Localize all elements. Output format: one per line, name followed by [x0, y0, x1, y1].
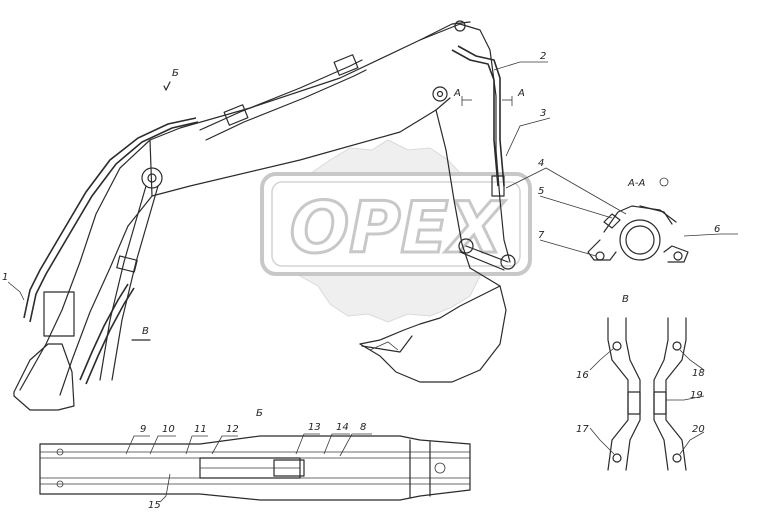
callout-7: 7	[538, 230, 545, 241]
watermark-logo: OPEX	[260, 139, 532, 323]
callout-13: 13	[308, 422, 321, 433]
callout-2: 2	[540, 51, 546, 62]
view-v-arrow: В	[131, 326, 151, 341]
callout-5: 5	[538, 186, 544, 197]
callout-8: 8	[360, 422, 366, 433]
callout-9: 9	[140, 424, 146, 435]
boom-assembly	[13, 20, 516, 411]
cut-label-a-left: А	[453, 88, 461, 99]
callout-3: 3	[540, 108, 546, 119]
section-aa-title: А-А	[627, 178, 645, 189]
view-label-b-main: Б	[172, 68, 179, 79]
callout-11: 11	[194, 424, 207, 435]
callout-18: 18	[692, 368, 705, 379]
callout-6: 6	[714, 224, 720, 235]
view-v-detail: В	[607, 294, 687, 471]
callout-1: 1	[2, 272, 8, 283]
view-b-plan: Б	[39, 408, 471, 501]
callout-12: 12	[226, 424, 239, 435]
view-v-title: В	[622, 294, 629, 305]
callout-16: 16	[576, 370, 589, 381]
callout-layer: 1 2 3 4 5 6 7 8 9 10 11 12 13	[2, 51, 738, 511]
callout-17: 17	[576, 424, 589, 435]
view-b-arrow: Б	[163, 68, 179, 91]
callout-10: 10	[162, 424, 175, 435]
view-label-v-main: В	[142, 326, 149, 337]
callout-19: 19	[690, 390, 703, 401]
callout-14: 14	[336, 422, 349, 433]
section-aa-detail: А-А	[587, 177, 689, 263]
callout-15: 15	[148, 500, 161, 511]
callout-4: 4	[538, 158, 544, 169]
section-cut-aa: А А	[453, 88, 525, 106]
callout-20: 20	[692, 424, 705, 435]
cut-label-a-right: А	[517, 88, 525, 99]
view-b-title: Б	[256, 408, 263, 419]
